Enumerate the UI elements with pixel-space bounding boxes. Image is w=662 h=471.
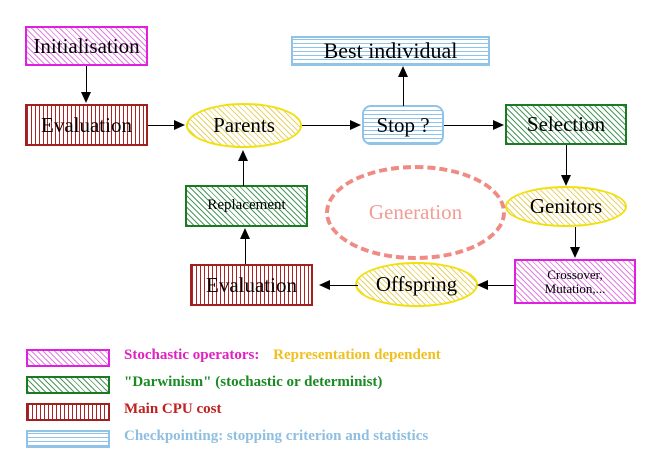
edge-evaluation-parents-line xyxy=(148,125,178,126)
legend-swatch-red xyxy=(26,403,110,421)
edge-stop-selection-arrow xyxy=(493,120,504,130)
node-best-individual[interactable]: Best individual xyxy=(291,36,490,66)
node-stop[interactable]: Stop ? xyxy=(362,105,444,145)
node-genitors[interactable]: Genitors xyxy=(505,186,627,227)
node-initialisation[interactable]: Initialisation xyxy=(25,26,148,66)
node-label-genitors: Genitors xyxy=(529,194,603,219)
legend-text-stochastic: Stochastic operators: Representation dep… xyxy=(124,347,441,364)
node-label-generation: Generation xyxy=(368,200,463,224)
edge-stop-best-arrow xyxy=(398,66,408,77)
edge-initialisation-evaluation-arrow xyxy=(81,92,91,103)
node-label-evaluation-bottom: Evaluation xyxy=(206,272,297,297)
edge-selection-genitors-line xyxy=(566,145,567,177)
legend-text-stochastic-part2: Representation dependent xyxy=(273,347,441,363)
node-label-stop: Stop ? xyxy=(376,112,430,137)
edge-offspring-evaluation-line xyxy=(330,285,358,286)
legend-swatch-magenta xyxy=(26,349,110,367)
edge-evaluation-parents-arrow xyxy=(174,120,185,130)
edge-parents-stop-line xyxy=(302,125,354,126)
edge-stop-selection-line xyxy=(444,125,497,126)
node-label-replacement: Replacement xyxy=(207,197,286,214)
node-offspring[interactable]: Offspring xyxy=(355,262,478,307)
node-label-best-individual: Best individual xyxy=(323,38,458,64)
legend-text-stochastic-part1: Stochastic operators: xyxy=(124,347,260,363)
node-parents[interactable]: Parents xyxy=(186,103,302,148)
edge-crossover-offspring-arrow xyxy=(477,280,488,290)
edge-replacement-parents-arrow xyxy=(238,150,248,161)
edge-genitors-crossover-line xyxy=(575,227,576,249)
node-evaluation-top[interactable]: Evaluation xyxy=(25,104,148,146)
node-label-selection: Selection xyxy=(526,112,606,137)
node-label-offspring: Offspring xyxy=(375,272,458,297)
edge-stop-best-line xyxy=(403,76,404,106)
edge-offspring-evaluation-arrow xyxy=(319,280,330,290)
edge-parents-stop-arrow xyxy=(350,120,361,130)
node-label-initialisation: Initialisation xyxy=(33,33,140,58)
legend-swatch-blue xyxy=(26,430,110,448)
node-label-crossover-line2: Mutation,... xyxy=(544,280,606,296)
edge-genitors-crossover-arrow xyxy=(570,247,580,258)
node-crossover-mutation[interactable]: Crossover, Mutation,... xyxy=(514,259,636,304)
edge-selection-genitors-arrow xyxy=(561,175,571,186)
node-label-evaluation-top: Evaluation xyxy=(41,112,132,137)
legend-text-cpu-cost: Main CPU cost xyxy=(124,401,222,417)
node-selection[interactable]: Selection xyxy=(505,104,627,145)
legend-swatch-green xyxy=(26,376,110,394)
legend-text-darwinism: "Darwinism" (stochastic or determinist) xyxy=(124,374,383,390)
edge-evaluation-replacement-line xyxy=(245,238,246,264)
edge-replacement-parents-line xyxy=(243,160,244,186)
node-generation-loop: Generation xyxy=(325,165,506,260)
node-replacement[interactable]: Replacement xyxy=(185,185,308,227)
legend: Stochastic operators: Representation dep… xyxy=(0,340,662,460)
node-evaluation-bottom[interactable]: Evaluation xyxy=(190,264,313,306)
node-label-parents: Parents xyxy=(213,113,275,138)
edge-initialisation-evaluation-line xyxy=(86,66,87,94)
node-label-crossover-line1: Crossover, xyxy=(547,266,603,282)
edge-evaluation-replacement-arrow xyxy=(240,228,250,239)
edge-crossover-offspring-line xyxy=(488,285,514,286)
legend-text-checkpointing: Checkpointing: stopping criterion and st… xyxy=(124,428,429,444)
